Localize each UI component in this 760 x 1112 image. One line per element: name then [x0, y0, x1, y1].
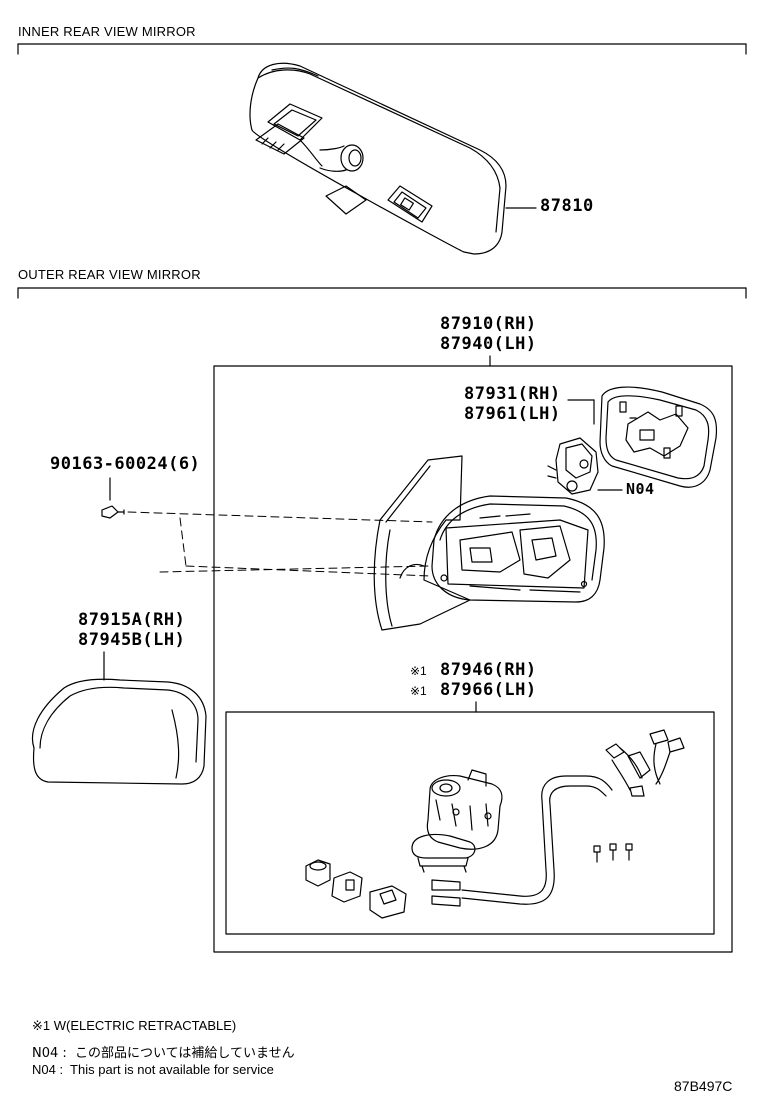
note-n04-english: N04 : This part is not available for ser… [32, 1062, 274, 1077]
part-number-inner-mirror: 87810 [540, 196, 594, 216]
part-number-glass-lh: 87961(LH) [464, 404, 561, 424]
outer-mirror-drawing [373, 386, 718, 631]
mirror-motor [555, 437, 599, 495]
part-number-retractor-rh: 87946(RH) [440, 660, 537, 680]
dashed-leaders [127, 511, 433, 577]
part-number-cover-lh: 87945B(LH) [78, 630, 186, 650]
inner-mirror-drawing [249, 62, 537, 255]
part-number-outer-assy-lh: 87940(LH) [440, 334, 537, 354]
part-number-outer-assy-rh: 87910(RH) [440, 314, 537, 334]
part-number-glass-rh: 87931(RH) [464, 384, 561, 404]
retractor-drawing [305, 729, 685, 919]
note-electric-retractable: ※1 W(ELECTRIC RETRACTABLE) [32, 1018, 237, 1033]
inner-section-title: INNER REAR VIEW MIRROR [18, 24, 196, 39]
retractor-box [225, 711, 715, 935]
part-number-cover-rh: 87915A(RH) [78, 610, 186, 630]
retractor-screws [593, 843, 633, 863]
retractor-mark-rh: ※1 [410, 664, 427, 678]
motor-code-label: N04 [626, 480, 655, 498]
diagram-code: 87B497C [674, 1078, 733, 1094]
mirror-glass [599, 386, 718, 488]
note-n04-japanese: N04 : この部品については補給していません [32, 1046, 295, 1061]
retractor-mark-lh: ※1 [410, 684, 427, 698]
part-number-screw: 90163-60024(6) [50, 454, 201, 474]
mirror-cover-drawing [32, 651, 207, 785]
outer-section-title: OUTER REAR VIEW MIRROR [18, 267, 201, 282]
part-number-retractor-lh: 87966(LH) [440, 680, 537, 700]
outer-assembly-box [213, 365, 733, 953]
screw-drawing [101, 477, 125, 519]
outer-section-rule [17, 287, 747, 299]
inner-section-rule [17, 43, 747, 55]
